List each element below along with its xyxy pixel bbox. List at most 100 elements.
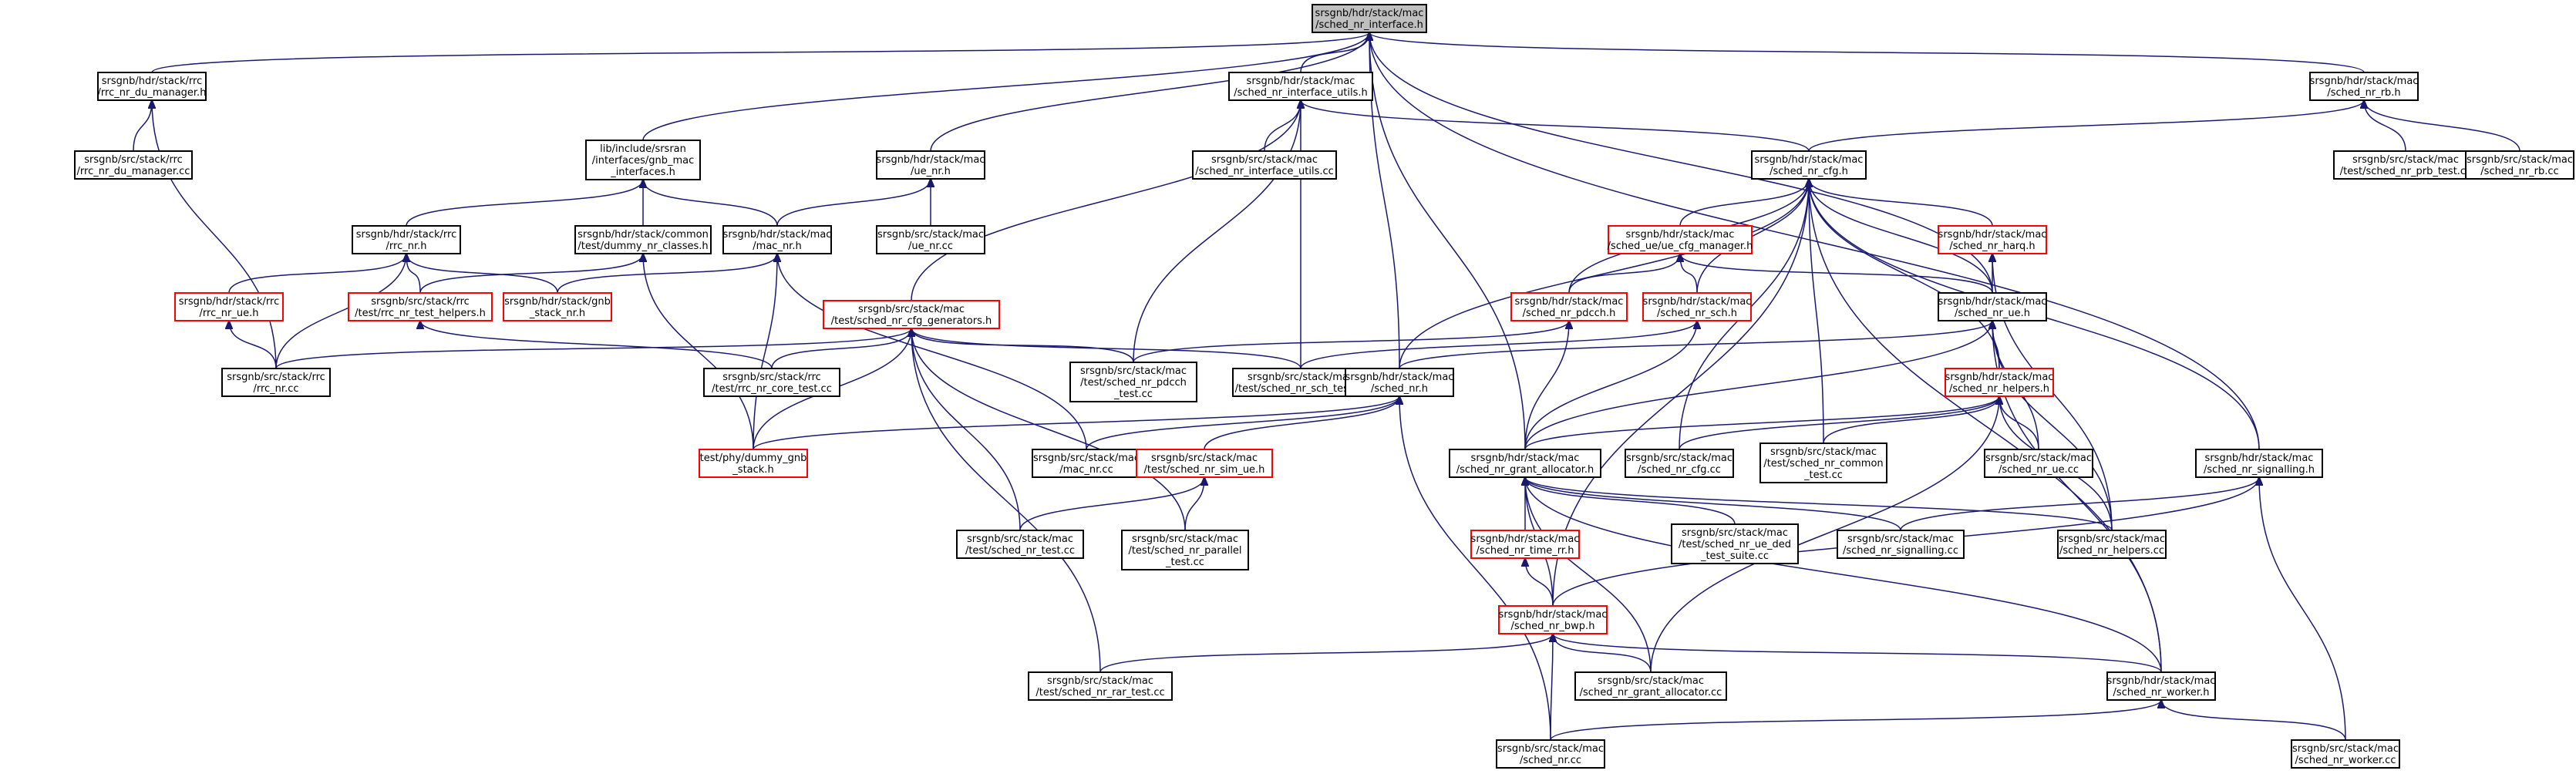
edge-grant_alloc_cc-to-helpers_h xyxy=(1650,396,1999,673)
file-node-label: srsgnb/hdr/stack/mac xyxy=(2310,76,2419,87)
edge-ue_cfg_mgr_h-to-sched_cfg_h xyxy=(1679,179,1809,227)
edge-rrc_du_mgr_cc-to-rrc_du_mgr_h xyxy=(133,100,152,152)
edge-grant_alloc_h-to-root xyxy=(1369,32,1526,450)
file-node-sched-ue-h[interactable]: srsgnb/hdr/stack/mac/sched_nr_ue.h xyxy=(1938,292,2047,321)
file-node-sched-nr-cc[interactable]: srsgnb/src/stack/mac/sched_nr.cc xyxy=(1496,739,1605,769)
edge-worker_cc-to-worker_h xyxy=(2161,700,2346,741)
file-node-sched-ue-cc[interactable]: srsgnb/src/stack/mac/sched_nr_ue.cc xyxy=(1984,449,2093,478)
file-node-label: /test/sched_nr_cfg_generators.h xyxy=(831,315,992,327)
file-node-label: srsgnb/hdr/stack/mac xyxy=(1755,154,1864,166)
file-node-label: /mac_nr.h xyxy=(753,241,801,252)
file-node-grant-alloc-cc[interactable]: srsgnb/src/stack/mac/sched_nr_grant_allo… xyxy=(1574,671,1727,701)
file-node-sched-rb-cc[interactable]: srsgnb/src/stack/mac/sched_nr_rb.cc xyxy=(2465,150,2574,180)
file-node-sched-test-cc[interactable]: srsgnb/src/stack/mac/test/sched_nr_test.… xyxy=(956,530,1084,559)
file-node-box xyxy=(1345,368,1454,397)
edge-mac_nr_cc-to-sched_nr_h xyxy=(1086,396,1399,450)
edge-grant_alloc_h-to-helpers_h xyxy=(1524,396,1999,450)
edge-sched_rb_cc-to-sched_rb_h xyxy=(2364,100,2520,152)
file-node-label: /test/sched_nr_common xyxy=(1763,458,1883,469)
edge-gnb_stack_nr_h-to-rrc_nr_h xyxy=(406,254,558,294)
file-node-label: /sched_nr_grant_allocator.cc xyxy=(1580,687,1722,698)
edge-sch_h-to-sched_cfg_h xyxy=(1696,179,1809,294)
file-node-box xyxy=(1625,449,1734,478)
file-node-rrc-du-mgr-cc[interactable]: srsgnb/src/stack/rrc/rrc_nr_du_manager.c… xyxy=(74,150,193,180)
file-node-label: srsgnb/src/stack/mac xyxy=(1497,743,1604,755)
file-node-sched-cfg-h[interactable]: srsgnb/hdr/stack/mac/sched_nr_cfg.h xyxy=(1751,150,1867,180)
file-node-ue-ded-test-cc[interactable]: srsgnb/src/stack/mac/test/sched_nr_ue_de… xyxy=(1671,523,1799,564)
file-node-ue-cfg-mgr-h[interactable]: srsgnb/hdr/stack/mac/sched_ue/ue_cfg_man… xyxy=(1608,225,1753,254)
file-node-common-test-cc[interactable]: srsgnb/src/stack/mac/test/sched_nr_commo… xyxy=(1759,443,1887,483)
file-node-mac-nr-cc[interactable]: srsgnb/src/stack/mac/mac_nr.cc xyxy=(1032,449,1141,478)
file-node-helpers-h[interactable]: srsgnb/hdr/stack/mac/sched_nr_helpers.h xyxy=(1945,368,2054,397)
file-node-ue-nr-cc[interactable]: srsgnb/src/stack/mac/ue_nr.cc xyxy=(876,225,985,254)
edge-signalling_cc-to-signalling_h xyxy=(1900,477,2259,531)
file-node-box xyxy=(1938,292,2047,321)
file-node-sched-cfg-cc[interactable]: srsgnb/src/stack/mac/sched_nr_cfg.cc xyxy=(1625,449,1734,478)
file-node-rrc-nr-h[interactable]: srsgnb/hdr/stack/rrc/rrc_nr.h xyxy=(352,225,461,254)
file-node-bwp-h[interactable]: srsgnb/hdr/stack/mac/sched_nr_bwp.h xyxy=(1498,605,1608,634)
file-node-sch-h[interactable]: srsgnb/hdr/stack/mac/sched_nr_sch.h xyxy=(1642,292,1752,321)
file-node-label: /sched_nr_rb.cc xyxy=(2480,166,2558,177)
file-node-label: srsgnb/src/stack/mac xyxy=(2059,533,2165,545)
file-node-rrc-ue-h[interactable]: srsgnb/hdr/stack/rrc/rrc_nr_ue.h xyxy=(174,292,284,321)
file-node-sched-nr-h[interactable]: srsgnb/hdr/stack/mac/sched_nr.h xyxy=(1345,368,1454,397)
file-node-sched-rb-h[interactable]: srsgnb/hdr/stack/mac/sched_nr_rb.h xyxy=(2309,72,2419,101)
edge-rar_test_cc-to-cfg_generators_h xyxy=(911,328,1101,673)
file-node-label: /sched_nr.cc xyxy=(1520,755,1581,766)
file-node-rrc-test-helpers-h[interactable]: srsgnb/src/stack/rrc/test/rrc_nr_test_he… xyxy=(348,292,493,321)
file-node-pdcch-test-cc[interactable]: srsgnb/src/stack/mac/test/sched_nr_pdcch… xyxy=(1069,362,1197,402)
file-node-rrc-du-mgr-h[interactable]: srsgnb/hdr/stack/rrc/rrc_nr_du_manager.h xyxy=(97,72,207,101)
file-node-gnb-mac-if-h[interactable]: lib/include/srsran/interfaces/gnb_mac_in… xyxy=(585,140,701,180)
file-node-mac-nr-h[interactable]: srsgnb/hdr/stack/mac/mac_nr.h xyxy=(722,225,832,254)
file-node-grant-alloc-h[interactable]: srsgnb/hdr/stack/mac/sched_nr_grant_allo… xyxy=(1449,449,1601,478)
file-node-label: srsgnb/src/stack/rrc xyxy=(371,296,470,308)
file-node-sim-ue-h[interactable]: srsgnb/src/stack/mac/test/sched_nr_sim_u… xyxy=(1136,449,1273,478)
file-node-label: srsgnb/hdr/stack/mac xyxy=(1247,76,1355,87)
file-node-label: /ue_nr.cc xyxy=(908,241,953,252)
edge-harq_h-to-sched_cfg_h xyxy=(1809,179,1993,227)
edge-mac_nr_h-to-ue_nr_h xyxy=(776,179,931,227)
file-node-label: /sched_nr_ue.cc xyxy=(1999,464,2079,476)
edge-sched_nr_cc-to-bwp_h xyxy=(1551,634,1553,741)
file-node-label: srsgnb/hdr/stack/mac xyxy=(2205,453,2314,464)
file-node-label: /sched_nr_sch.h xyxy=(1657,308,1737,319)
file-node-harq-h[interactable]: srsgnb/hdr/stack/mac/sched_nr_harq.h xyxy=(1938,225,2047,254)
file-node-rar-test-cc[interactable]: srsgnb/src/stack/mac/test/sched_nr_rar_t… xyxy=(1028,671,1173,701)
file-node-cfg-generators-h[interactable]: srsgnb/src/stack/mac/test/sched_nr_cfg_g… xyxy=(823,300,1000,329)
file-node-label: /sched_nr_bwp.h xyxy=(1511,621,1595,632)
file-node-signalling-h[interactable]: srsgnb/hdr/stack/mac/sched_nr_signalling… xyxy=(2195,449,2323,478)
file-node-label: srsgnb/src/stack/mac xyxy=(2352,154,2459,166)
file-node-helpers-cc[interactable]: srsgnb/src/stack/mac/sched_nr_helpers.cc xyxy=(2057,530,2167,559)
file-node-worker-h[interactable]: srsgnb/hdr/stack/mac/sched_nr_worker.h xyxy=(2106,671,2216,701)
file-node-dummy-classes-h[interactable]: srsgnb/hdr/stack/common/test/dummy_nr_cl… xyxy=(574,225,712,254)
file-node-label: /sched_nr_interface.h xyxy=(1315,19,1423,31)
file-node-rrc-nr-cc[interactable]: srsgnb/src/stack/rrc/rrc_nr.cc xyxy=(221,368,331,397)
file-node-signalling-cc[interactable]: srsgnb/src/stack/mac/sched_nr_signalling… xyxy=(1837,530,1965,559)
file-node-parallel-test-cc[interactable]: srsgnb/src/stack/mac/test/sched_nr_paral… xyxy=(1121,530,1249,570)
file-node-label: /test/sched_nr_pdcch xyxy=(1080,377,1187,389)
file-node-root[interactable]: srsgnb/hdr/stack/mac/sched_nr_interface.… xyxy=(1312,4,1427,33)
file-node-rrc-core-test-cc[interactable]: srsgnb/src/stack/rrc/test/rrc_nr_core_te… xyxy=(703,368,840,397)
file-node-box xyxy=(1449,449,1601,478)
file-node-time-rr-h[interactable]: srsgnb/hdr/stack/mac/sched_nr_time_rr.h xyxy=(1470,530,1580,559)
file-node-sched-prb-test-cc[interactable]: srsgnb/src/stack/mac/test/sched_nr_prb_t… xyxy=(2333,150,2478,180)
edge-rrc_test_helpers_h-to-dummy_classes_h xyxy=(419,254,643,294)
edge-parallel_test_cc-to-cfg_generators_h xyxy=(911,328,1186,531)
edge-sim_ue_h-to-sched_nr_h xyxy=(1204,396,1399,450)
file-node-dummy-gnb-stack-h[interactable]: test/phy/dummy_gnb_stack.h xyxy=(699,449,808,478)
file-node-box xyxy=(1192,150,1337,180)
file-node-box xyxy=(703,368,840,397)
file-node-sched-if-utils-cc[interactable]: srsgnb/src/stack/mac/sched_nr_interface_… xyxy=(1192,150,1337,180)
file-node-gnb-stack-nr-h[interactable]: srsgnb/hdr/stack/gnb_stack_nr.h xyxy=(503,292,612,321)
file-node-sched-if-utils-h[interactable]: srsgnb/hdr/stack/mac/sched_nr_interface_… xyxy=(1228,72,1373,101)
file-node-box xyxy=(956,530,1084,559)
file-node-label: srsgnb/hdr/stack/mac xyxy=(1471,453,1580,464)
edge-dummy_gnb_stack_h-to-sched_nr_h xyxy=(753,396,1399,450)
file-node-worker-cc[interactable]: srsgnb/src/stack/mac/sched_nr_worker.cc xyxy=(2291,739,2400,769)
edge-mac_nr_cc-to-mac_nr_h xyxy=(777,254,1087,450)
file-node-pdcch-h[interactable]: srsgnb/hdr/stack/mac/sched_nr_pdcch.h xyxy=(1510,292,1628,321)
edge-worker_h-to-bwp_h xyxy=(1553,634,2162,673)
file-node-box xyxy=(2465,150,2574,180)
edge-helpers_cc-to-sched_ue_h xyxy=(1992,321,2113,531)
file-node-ue-nr-h[interactable]: srsgnb/hdr/stack/mac/ue_nr.h xyxy=(876,150,985,180)
